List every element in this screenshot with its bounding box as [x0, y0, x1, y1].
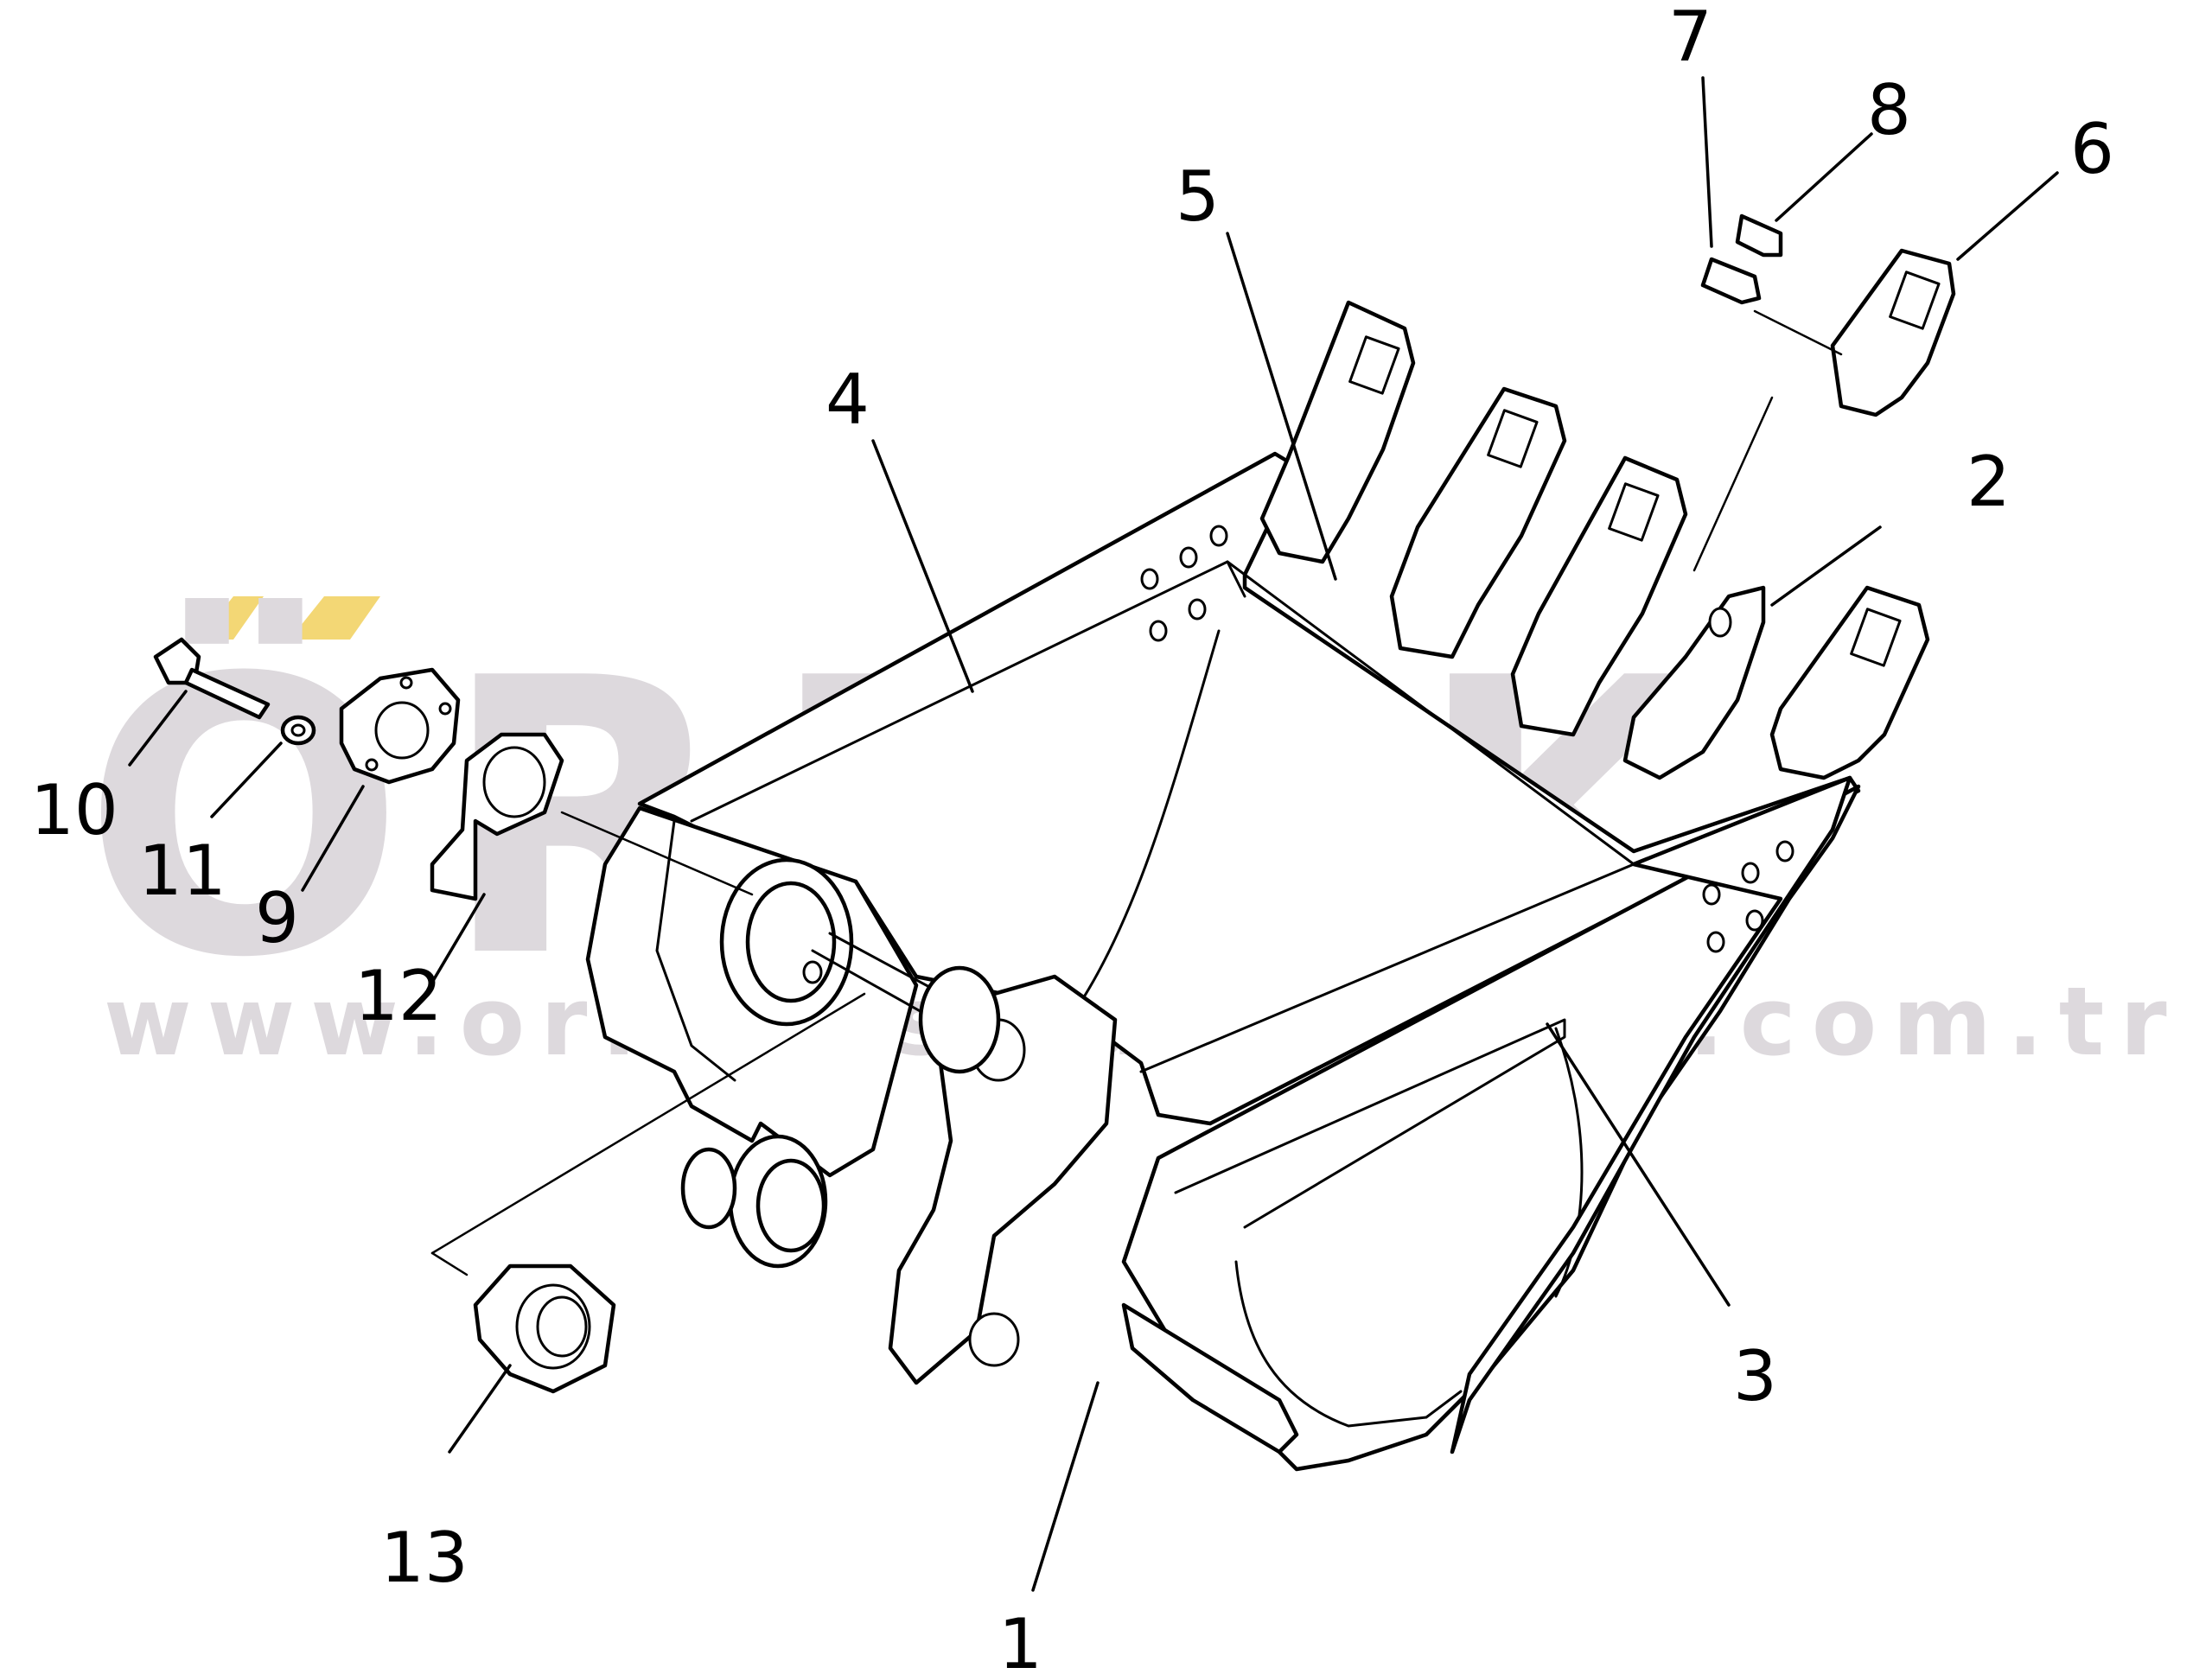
bucket-body — [585, 451, 1861, 1472]
callout-11: 11 — [138, 831, 226, 911]
callout-10: 10 — [30, 770, 118, 850]
tooth-2 — [1389, 386, 1567, 659]
watermark-accent-mark-right — [290, 596, 380, 640]
side-bolt-holes-right — [1702, 840, 1794, 953]
callout-3: 3 — [1733, 1336, 1777, 1416]
watermark-accent-mark-left — [199, 596, 264, 640]
callout-6: 6 — [2070, 109, 2114, 189]
callout-12: 12 — [354, 956, 443, 1036]
callout-2: 2 — [1967, 442, 2011, 522]
tooth-1 — [1259, 300, 1416, 564]
tooth-5 — [1769, 585, 1930, 780]
callout-8: 8 — [1867, 70, 1911, 150]
side-bolt-holes-left — [1140, 525, 1228, 642]
leader-lines — [128, 76, 2059, 1592]
plate-9 — [339, 667, 461, 785]
callout-5: 5 — [1176, 156, 1220, 237]
adapter-2 — [1622, 585, 1766, 780]
bolt-10 — [153, 637, 271, 720]
pin-7 — [1700, 257, 1762, 305]
callout-7: 7 — [1668, 0, 1712, 77]
shim-12 — [430, 732, 564, 901]
callout-1: 1 — [998, 1604, 1042, 1674]
washer-11 — [280, 715, 316, 746]
tooth-3 — [1510, 455, 1688, 737]
bushing-13 — [473, 1263, 616, 1394]
callout-4: 4 — [826, 360, 870, 440]
callout-labels: 1 2 3 4 5 6 7 8 9 10 11 12 13 — [30, 0, 2114, 1674]
callout-13: 13 — [380, 1518, 469, 1598]
tooth-6 — [1830, 248, 1956, 417]
lock-8 — [1735, 213, 1783, 258]
callout-9: 9 — [255, 878, 299, 958]
